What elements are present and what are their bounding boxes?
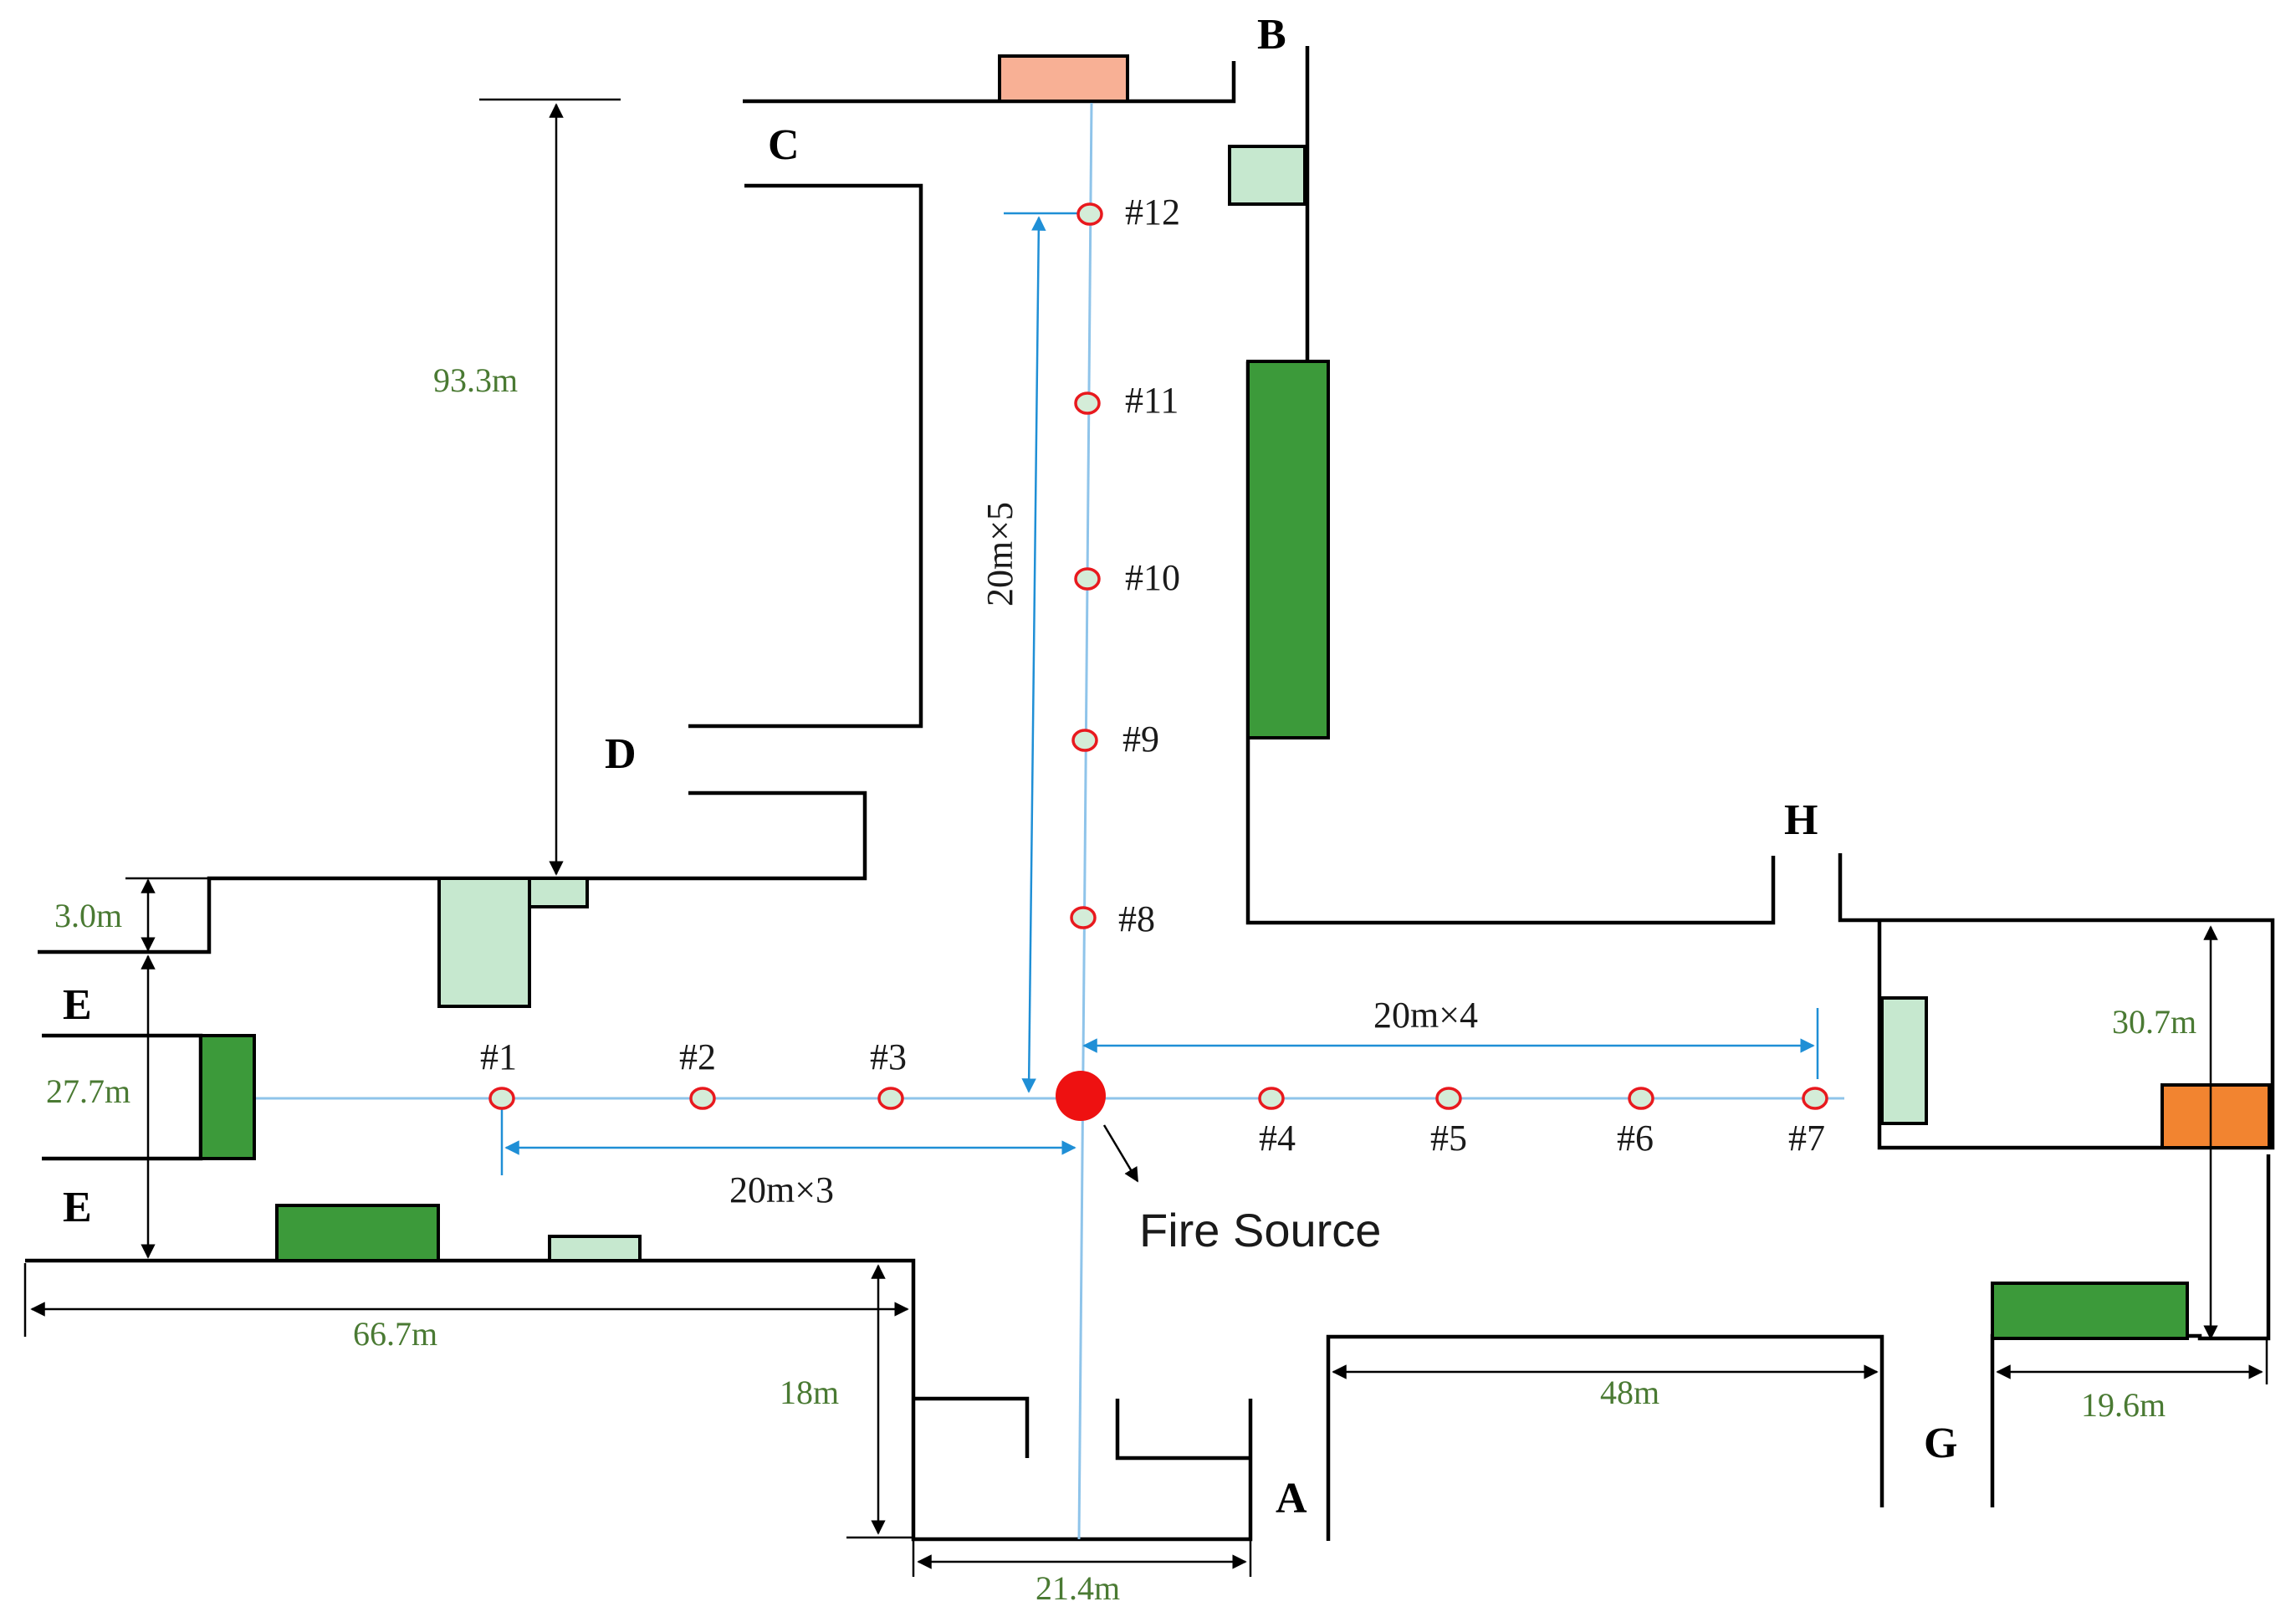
spacing-label-west: 20m×3 [729, 1169, 834, 1210]
dim-label-27-7: 27.7m [46, 1072, 130, 1110]
dim-label-3-0: 3.0m [54, 897, 122, 934]
vent-east-orange [2160, 1083, 2271, 1149]
dim-label-18: 18m [780, 1374, 839, 1411]
wall-h-east [1838, 853, 2275, 1150]
dim-label-48: 48m [1600, 1374, 1659, 1411]
portal-label-e-bottom: E [63, 1184, 92, 1231]
probe-3 [877, 1087, 904, 1110]
portal-label-h: H [1784, 796, 1818, 844]
wall-north-end [743, 61, 1236, 104]
probe-4 [1258, 1087, 1285, 1110]
probe-1 [488, 1087, 515, 1110]
probes [488, 202, 1828, 1110]
dim-label-30-7: 30.7m [2112, 1003, 2196, 1041]
probe-5 [1435, 1087, 1462, 1110]
portal-label-e-top: E [63, 981, 92, 1029]
probe-6 [1628, 1087, 1654, 1110]
vent-east-light [1880, 996, 1928, 1125]
fire-source-pointer [1102, 1124, 1139, 1183]
dim-label-93-3: 93.3m [433, 361, 518, 399]
wall-branch-c [688, 183, 923, 729]
probe-label-4: #4 [1259, 1118, 1296, 1159]
portal-label-a: A [1276, 1475, 1307, 1522]
probe-11 [1074, 391, 1101, 415]
vent-g-dark [1991, 1282, 2189, 1340]
probe-labels: #1 #2 #3 #4 #5 #6 #7 #8 #9 #10 #11 #12 [480, 192, 1825, 1159]
wall-a-west-stub [913, 1396, 1030, 1458]
dim-label-21-4: 21.4m [1036, 1569, 1120, 1607]
dim-label-66-7: 66.7m [353, 1315, 437, 1353]
probe-label-5: #5 [1430, 1118, 1467, 1159]
probe-2 [689, 1087, 716, 1110]
probe-12 [1076, 202, 1103, 226]
vent-b-upper [1228, 145, 1307, 206]
centerlines [224, 100, 1844, 1540]
portal-label-b: B [1257, 11, 1286, 59]
dim-label-19-6: 19.6m [2081, 1386, 2166, 1424]
spacing-arrows [500, 212, 1819, 1175]
probe-10 [1074, 567, 1101, 591]
vents [199, 54, 2271, 1340]
spacing-label-east: 20m×4 [1373, 995, 1478, 1036]
vent-d-small [528, 877, 589, 908]
vent-b-large [1246, 360, 1330, 739]
probe-label-6: #6 [1617, 1118, 1654, 1159]
vent-south-small [548, 1235, 642, 1262]
wall-g-section [1990, 1154, 2271, 1507]
probe-label-2: #2 [679, 1036, 716, 1077]
portal-labels: B C D E E A G H [63, 11, 1957, 1522]
probe-label-10: #10 [1125, 557, 1180, 598]
portal-label-g: G [1924, 1420, 1957, 1467]
probe-label-11: #11 [1125, 380, 1179, 421]
probe-label-8: #8 [1118, 898, 1155, 939]
fire-source-marker [1056, 1071, 1106, 1121]
vent-d-large [437, 877, 531, 1008]
wall-south-long [25, 1258, 1253, 1542]
fire-source-label: Fire Source [1139, 1204, 1381, 1256]
probe-9 [1071, 729, 1098, 752]
wall-48m-section [1326, 1334, 1884, 1541]
portal-label-d: D [605, 730, 637, 778]
probe-7 [1802, 1087, 1828, 1110]
probe-label-12: #12 [1125, 192, 1180, 233]
probe-label-7: #7 [1788, 1118, 1825, 1159]
vent-south-large [275, 1204, 440, 1262]
spacing-north-arrow [1021, 216, 1046, 1093]
portal-label-c: C [768, 121, 800, 169]
spacing-labels: 20m×3 20m×4 20m×5 [729, 502, 1478, 1210]
centerline-vertical [1077, 100, 1093, 1540]
probe-8 [1070, 906, 1097, 929]
probe-label-1: #1 [480, 1036, 517, 1077]
probe-label-3: #3 [870, 1036, 907, 1077]
vent-e-portal [199, 1034, 256, 1160]
wall-a-east-stub [1115, 1399, 1250, 1461]
vent-north-exhaust [998, 54, 1129, 103]
dimension-lines [23, 98, 2268, 1577]
spacing-label-north: 20m×5 [979, 502, 1020, 606]
dimension-labels: 93.3m 3.0m 27.7m 66.7m 18m 21.4m 48m 30.… [46, 361, 2196, 1607]
probe-label-9: #9 [1122, 719, 1159, 760]
